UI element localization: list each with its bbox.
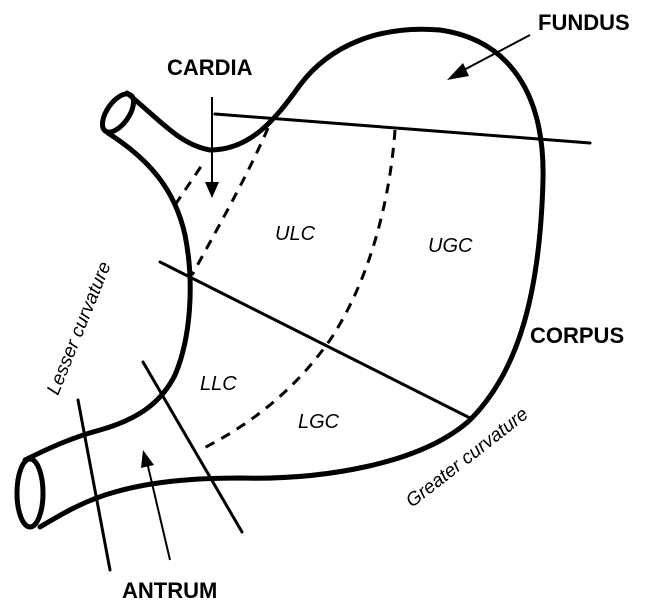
duodenum-opening	[17, 459, 43, 527]
fundus-boundary-line	[215, 114, 590, 143]
antrum-arrow	[147, 462, 170, 560]
antrum-arrowhead	[141, 450, 154, 468]
llc-label: LLC	[200, 373, 237, 395]
esophagus-opening	[96, 89, 139, 138]
ulc-label: ULC	[275, 223, 316, 245]
cardia-dashed-line-left	[175, 165, 202, 205]
lgc-label: LGC	[298, 411, 340, 433]
fundus-label: FUNDUS	[538, 10, 630, 35]
antrum-label: ANTRUM	[122, 578, 217, 603]
lesser-curvature-label: Lesser curvature	[43, 259, 115, 398]
corpus-label: CORPUS	[530, 323, 624, 348]
cardia-label: CARDIA	[167, 55, 253, 80]
lesser-greater-dashed-line	[200, 130, 395, 450]
cardia-arrowhead	[205, 182, 219, 198]
fundus-arrowhead	[447, 63, 469, 80]
lesser-curvature-outline	[25, 133, 190, 460]
ugc-label: UGC	[428, 235, 473, 257]
antrum-boundary-line-left	[78, 400, 110, 570]
